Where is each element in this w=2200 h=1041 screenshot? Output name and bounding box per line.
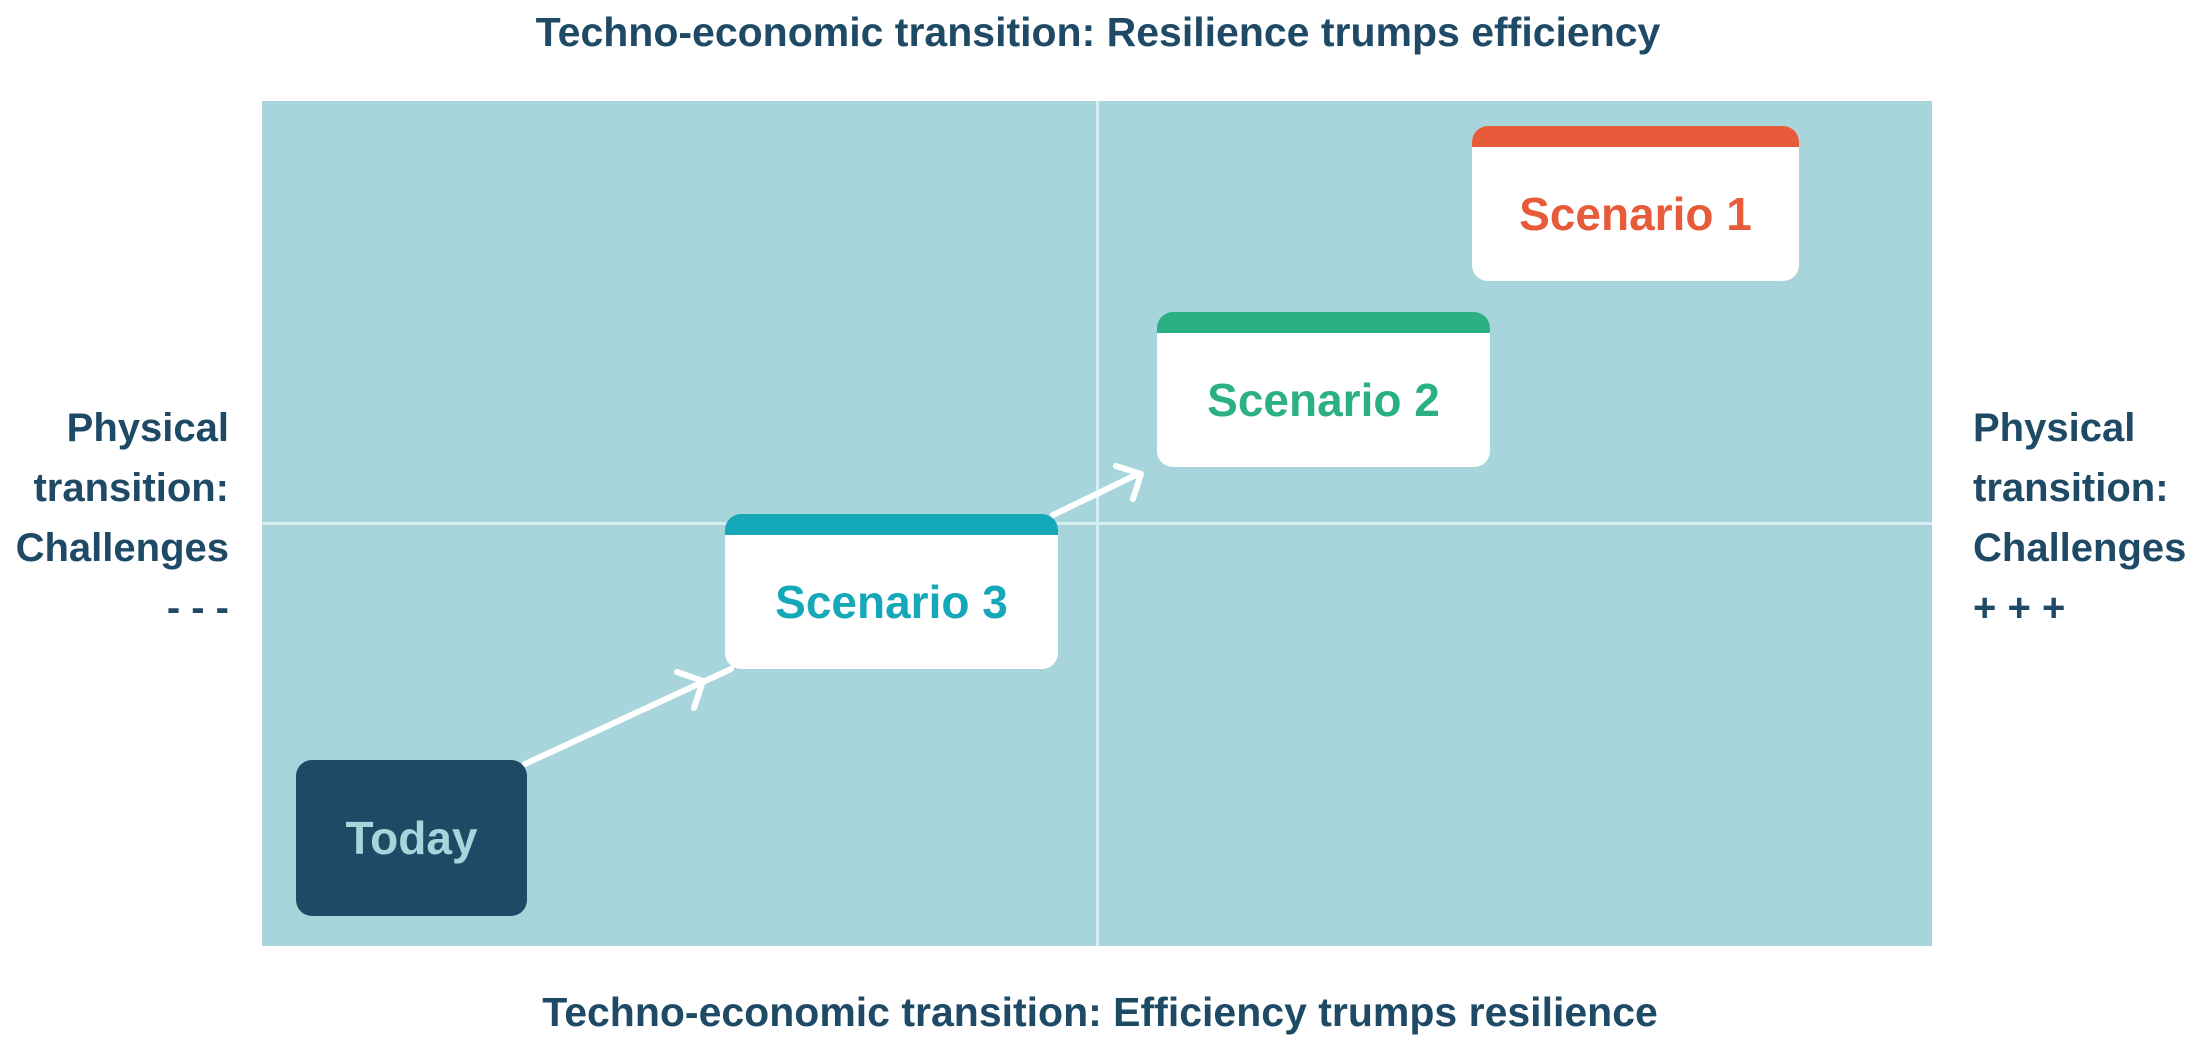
scenario2-bar [1157,312,1490,333]
scenario3-label: Scenario 3 [775,576,1008,628]
axis-label-right: Physical transition: Challenges + + + [1973,406,2187,630]
scenario1-label: Scenario 1 [1519,188,1752,240]
scenario2-label: Scenario 2 [1207,374,1440,426]
scenario2-node: Scenario 2 [1157,312,1490,467]
axis-title-top: Techno-economic transition: Resilience t… [535,9,1661,55]
scenario1-bar [1472,126,1799,147]
axis-title-bottom: Techno-economic transition: Efficiency t… [542,989,1658,1035]
axis-label-left: Physical transition: Challenges - - - [15,406,229,630]
horizontal-divider [262,522,1932,525]
today-node: Today [296,760,527,916]
scenario1-node: Scenario 1 [1472,126,1799,281]
today-label: Today [345,812,478,864]
scenario3-bar [725,514,1058,535]
scenario3-node: Scenario 3 [725,514,1058,669]
